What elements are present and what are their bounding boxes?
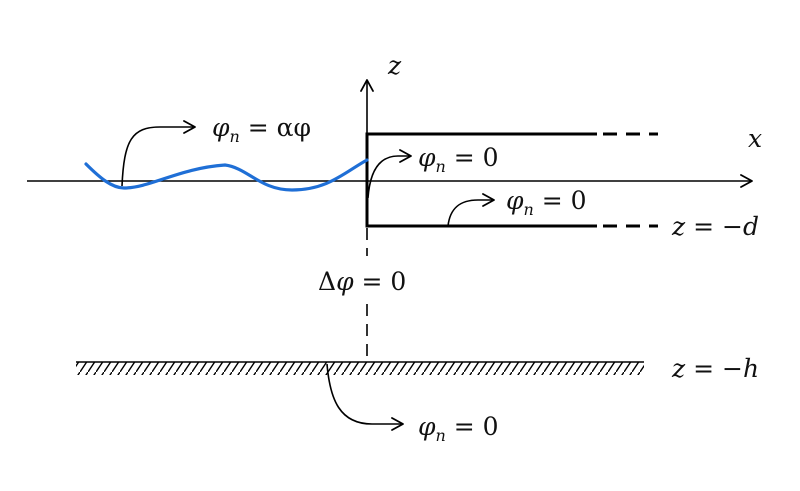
free-surface-pointer-arrow: [121, 120, 196, 187]
seabed-depth-label: z = −h: [671, 354, 759, 383]
plate-top-condition-label: φn = 0: [418, 143, 499, 176]
x-axis-label: x: [748, 124, 762, 153]
plate-depth-label: z = −d: [671, 212, 759, 241]
free-surface-wave: [84, 158, 369, 192]
free-surface-condition-label: φn = αφ: [212, 113, 311, 146]
laplace-equation-label: Δφ = 0: [318, 267, 406, 296]
plate-bottom-pointer-arrow: [447, 193, 495, 227]
seabed-hatching: [76, 362, 644, 375]
plate-bottom-condition-label: φn = 0: [506, 186, 587, 219]
z-axis-label: z: [387, 51, 402, 80]
plate-top-pointer-arrow: [367, 149, 412, 199]
seabed-condition-label: φn = 0: [418, 412, 499, 445]
plate-outline: [365, 132, 597, 228]
seabed-pointer-arrow: [326, 363, 404, 431]
